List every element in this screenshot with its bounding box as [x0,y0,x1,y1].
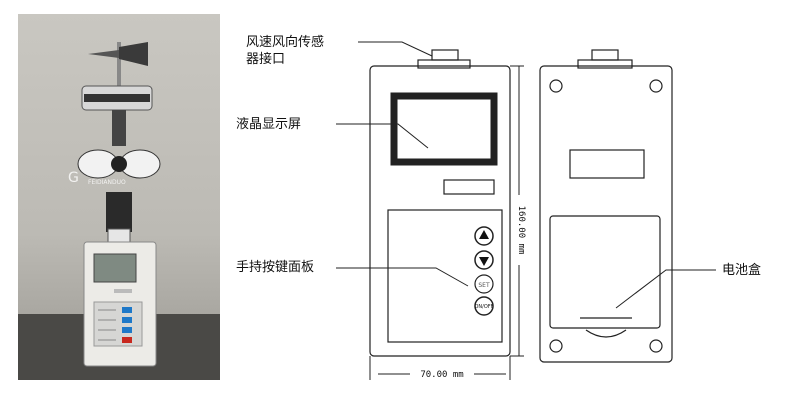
front-connector-base [417,59,471,69]
cup-hub [111,156,127,172]
photo-keypad [93,301,143,347]
leader-keypad [336,267,469,287]
keypad-label: 手持按键面板 [236,260,315,275]
onoff-button-label: ON/OFF [474,304,493,310]
keypad-buttons [474,226,494,316]
sensor-port-label: 风速风向传感 器接口 [246,35,325,67]
battery-box [549,215,661,329]
front-connector-top [431,49,459,61]
screw-top-left [549,79,563,93]
photo-label-strip [114,289,132,293]
back-connector-top [591,49,619,61]
photo-drawing: G FEIDIANDUO [18,42,220,380]
vane-shaft [117,42,121,92]
photo-lcd [93,253,137,283]
back-connector-base [577,59,633,69]
vane-pointer [88,50,119,58]
down-arrow-icon [479,257,489,266]
battery-box-label: 电池盒 [722,263,762,278]
width-dimension-label: 70.00 mm [420,370,463,380]
height-dimension-label: 160.00 mm [516,206,526,255]
lcd-label: 液晶显示屏 [236,117,302,132]
photo-key-3 [122,327,132,333]
leader-lcd [336,123,429,149]
back-body [539,65,673,363]
mast-lower [106,192,132,232]
set-button-label: SET [478,282,490,289]
photo-key-power [122,337,132,343]
screw-bottom-left [549,339,563,353]
up-arrow-icon [479,230,489,239]
front-body [369,65,511,357]
mast-upper [112,110,126,146]
front-lcd [390,92,498,166]
vane-tail [119,42,148,66]
back-label-plate [569,149,645,179]
onoff-button [474,296,494,316]
screw-top-right [649,79,663,93]
photo-key-2 [122,317,132,323]
watermark-logo: G [68,170,79,186]
watermark-text: FEIDIANDUO [88,179,126,186]
vane-band [84,94,150,102]
leader-battery [615,269,716,309]
leader-sensor-port [358,41,433,57]
battery-finger-notch [585,329,627,338]
instrument-photo: G FEIDIANDUO [18,14,220,380]
front-label-window [443,179,495,195]
photo-key-1 [122,307,132,313]
screw-bottom-right [649,339,663,353]
set-button [474,274,494,294]
front-keypad-panel [387,209,503,343]
